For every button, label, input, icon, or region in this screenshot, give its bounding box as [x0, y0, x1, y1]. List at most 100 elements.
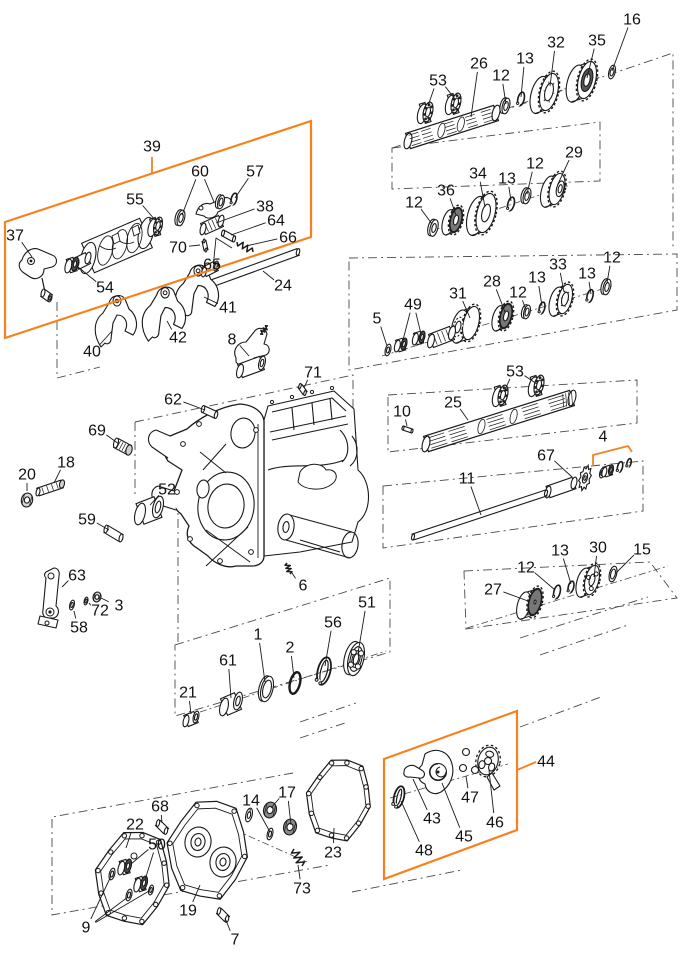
part-label-12-13: 12	[603, 250, 621, 284]
cap	[216, 907, 222, 915]
part-drain-plug-73	[290, 848, 306, 867]
h	[58, 479, 66, 489]
gear	[465, 190, 498, 237]
part-gear-33	[548, 281, 575, 317]
part-shifter-lever-8	[234, 324, 270, 379]
callout-number-18: 18	[57, 455, 75, 472]
front	[474, 190, 498, 236]
part-washer-58	[68, 599, 76, 611]
gear	[565, 58, 599, 103]
callout-number-41: 41	[219, 300, 237, 317]
part-label-6-60: 6	[291, 572, 308, 595]
part-label-13-3: 13	[516, 51, 534, 98]
part-label-13-30: 13	[551, 543, 572, 585]
part-label-36-11: 36	[437, 183, 457, 216]
dashed-panel-left-link-a	[56, 302, 101, 379]
dashed-panel-row3-panel	[348, 253, 678, 371]
callout-number-30: 30	[589, 540, 607, 557]
part-sleeve-38	[199, 214, 225, 236]
part-label-66-40: 66	[245, 230, 297, 247]
s	[505, 196, 516, 212]
labels-layer: 1635321312265329121334361212133313122831…	[6, 12, 651, 949]
part-retaining-ring-57	[229, 192, 238, 206]
part-transmission-case	[147, 385, 369, 568]
part-dowel-pin-62	[200, 405, 219, 419]
part-bearing-50	[117, 858, 133, 876]
part-label-3-57: 3	[100, 598, 124, 615]
part-needle-bearing-53	[444, 92, 462, 116]
s	[515, 91, 526, 107]
part-dowel-pin-68	[154, 819, 170, 835]
part-washer-60	[174, 209, 186, 227]
part-bearing-55	[147, 216, 164, 238]
cap	[303, 390, 307, 396]
part-label-42-46: 42	[166, 320, 187, 347]
part-label-67-25: 67	[537, 448, 573, 478]
cap	[218, 697, 230, 717]
callout-number-53: 53	[506, 364, 524, 381]
callout-number-56: 56	[324, 615, 342, 632]
sb	[314, 656, 332, 686]
cap	[155, 819, 161, 827]
highlight-box-44	[382, 709, 537, 881]
callout-number-32: 32	[547, 35, 565, 52]
sb	[391, 785, 406, 809]
callout-number-51: 51	[358, 595, 376, 612]
front	[526, 585, 544, 619]
dashed-panel-row5-panel	[382, 460, 644, 549]
part-label-70-41: 70	[169, 240, 201, 257]
part-gear-30	[575, 562, 602, 598]
cap	[118, 533, 124, 543]
callout-number-57: 57	[246, 164, 264, 181]
gear	[548, 281, 575, 317]
part-pin-59	[103, 524, 124, 543]
part-label-46-81: 46	[486, 769, 504, 832]
cap	[202, 238, 206, 244]
part-label-68-67: 68	[151, 799, 169, 824]
part-label-52-54: 52	[149, 482, 176, 506]
part-label-72-58: 72	[88, 603, 109, 620]
gk	[305, 759, 371, 842]
rings	[83, 596, 89, 606]
part-label-50-69: 50	[130, 837, 166, 881]
bs	[184, 826, 212, 858]
oval	[196, 479, 210, 499]
part-thrust-washer-12	[520, 304, 532, 320]
n	[262, 801, 278, 819]
cap	[40, 288, 46, 298]
part-seal-washer-14	[266, 827, 274, 841]
part-gasket-23	[305, 759, 371, 842]
part-ball-47	[461, 747, 471, 757]
part-needle-bearing-53	[491, 384, 509, 408]
cap	[235, 363, 245, 379]
callout-number-6: 6	[299, 578, 308, 595]
rings	[147, 884, 155, 896]
callout-number-20: 20	[18, 467, 36, 484]
st46	[475, 744, 501, 778]
callout-number-59: 59	[78, 512, 96, 529]
part-label-28-18: 28	[483, 274, 506, 313]
callout-number-25: 25	[444, 395, 462, 412]
part-label-7-72: 7	[224, 917, 240, 949]
part-gear-shaft-31	[426, 325, 457, 349]
dashed-panel-row2-panel	[391, 121, 601, 190]
callout-number-8: 8	[228, 332, 237, 349]
part-washer-5	[384, 343, 392, 357]
callout-number-29: 29	[565, 145, 583, 162]
callout-number-46: 46	[486, 815, 504, 832]
callout-number-33: 33	[549, 257, 567, 274]
f	[450, 92, 462, 114]
callout-number-73: 73	[293, 881, 311, 898]
f	[70, 256, 80, 272]
part-shifter-rod-11	[410, 489, 549, 541]
s	[566, 580, 575, 594]
part-label-25-23: 25	[444, 395, 469, 421]
callout-number-15: 15	[633, 542, 651, 559]
part-bushing-21	[182, 710, 200, 728]
callout-number-12: 12	[492, 68, 510, 85]
part-gear-27	[516, 585, 544, 620]
n	[20, 492, 34, 508]
part-label-40-47: 40	[83, 330, 113, 361]
f	[418, 330, 426, 344]
